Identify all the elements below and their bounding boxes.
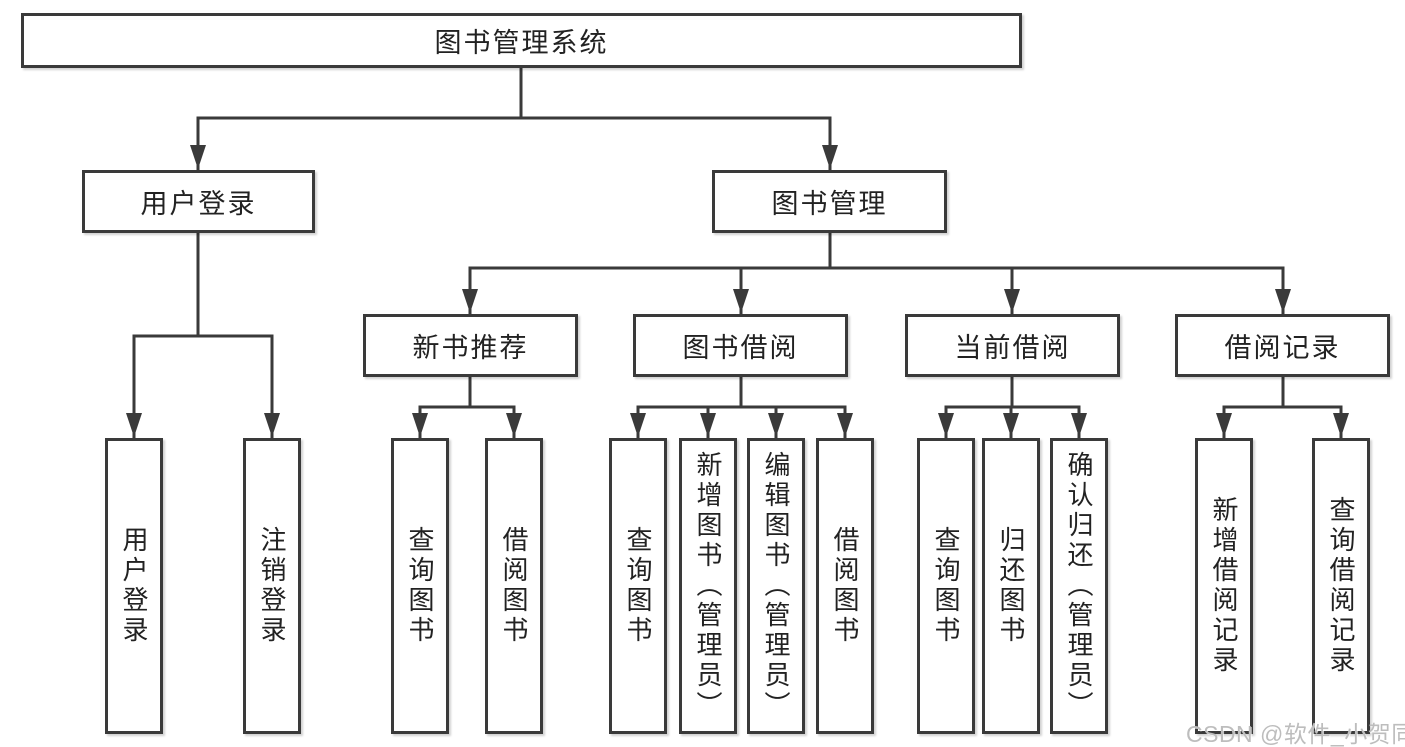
- leaf-logout: 注销登录: [243, 438, 301, 734]
- leaf-recommend-borrow-books: 借阅图书: [485, 438, 543, 734]
- leaf-user-login: 用户登录: [105, 438, 163, 734]
- leaf-recommend-query-books: 查询图书: [391, 438, 449, 734]
- leaf-borrowing-borrow-books: 借阅图书: [816, 438, 874, 734]
- node-book-management: 图书管理: [712, 170, 947, 233]
- leaf-current-confirm-return-admin: 确认归还（管理员）: [1050, 438, 1108, 734]
- node-current-borrowing: 当前借阅: [905, 314, 1120, 377]
- node-borrowing-records: 借阅记录: [1175, 314, 1390, 377]
- csdn-watermark: CSDN @软件_小贺同学: [1186, 721, 1405, 747]
- node-user-login: 用户登录: [82, 170, 315, 233]
- leaf-current-query-books: 查询图书: [917, 438, 975, 734]
- arrowheads: [126, 145, 1349, 437]
- node-new-book-recommend: 新书推荐: [363, 314, 578, 377]
- node-library-system: 图书管理系统: [21, 13, 1022, 68]
- leaf-borrowing-query-books: 查询图书: [609, 438, 667, 734]
- node-book-borrowing: 图书借阅: [633, 314, 848, 377]
- leaf-records-add-record: 新增借阅记录: [1195, 438, 1253, 734]
- leaf-current-return-books: 归还图书: [982, 438, 1040, 734]
- leaf-records-query-record: 查询借阅记录: [1312, 438, 1370, 734]
- leaf-borrowing-edit-books-admin: 编辑图书（管理员）: [747, 438, 805, 734]
- leaf-borrowing-add-books-admin: 新增图书（管理员）: [679, 438, 737, 734]
